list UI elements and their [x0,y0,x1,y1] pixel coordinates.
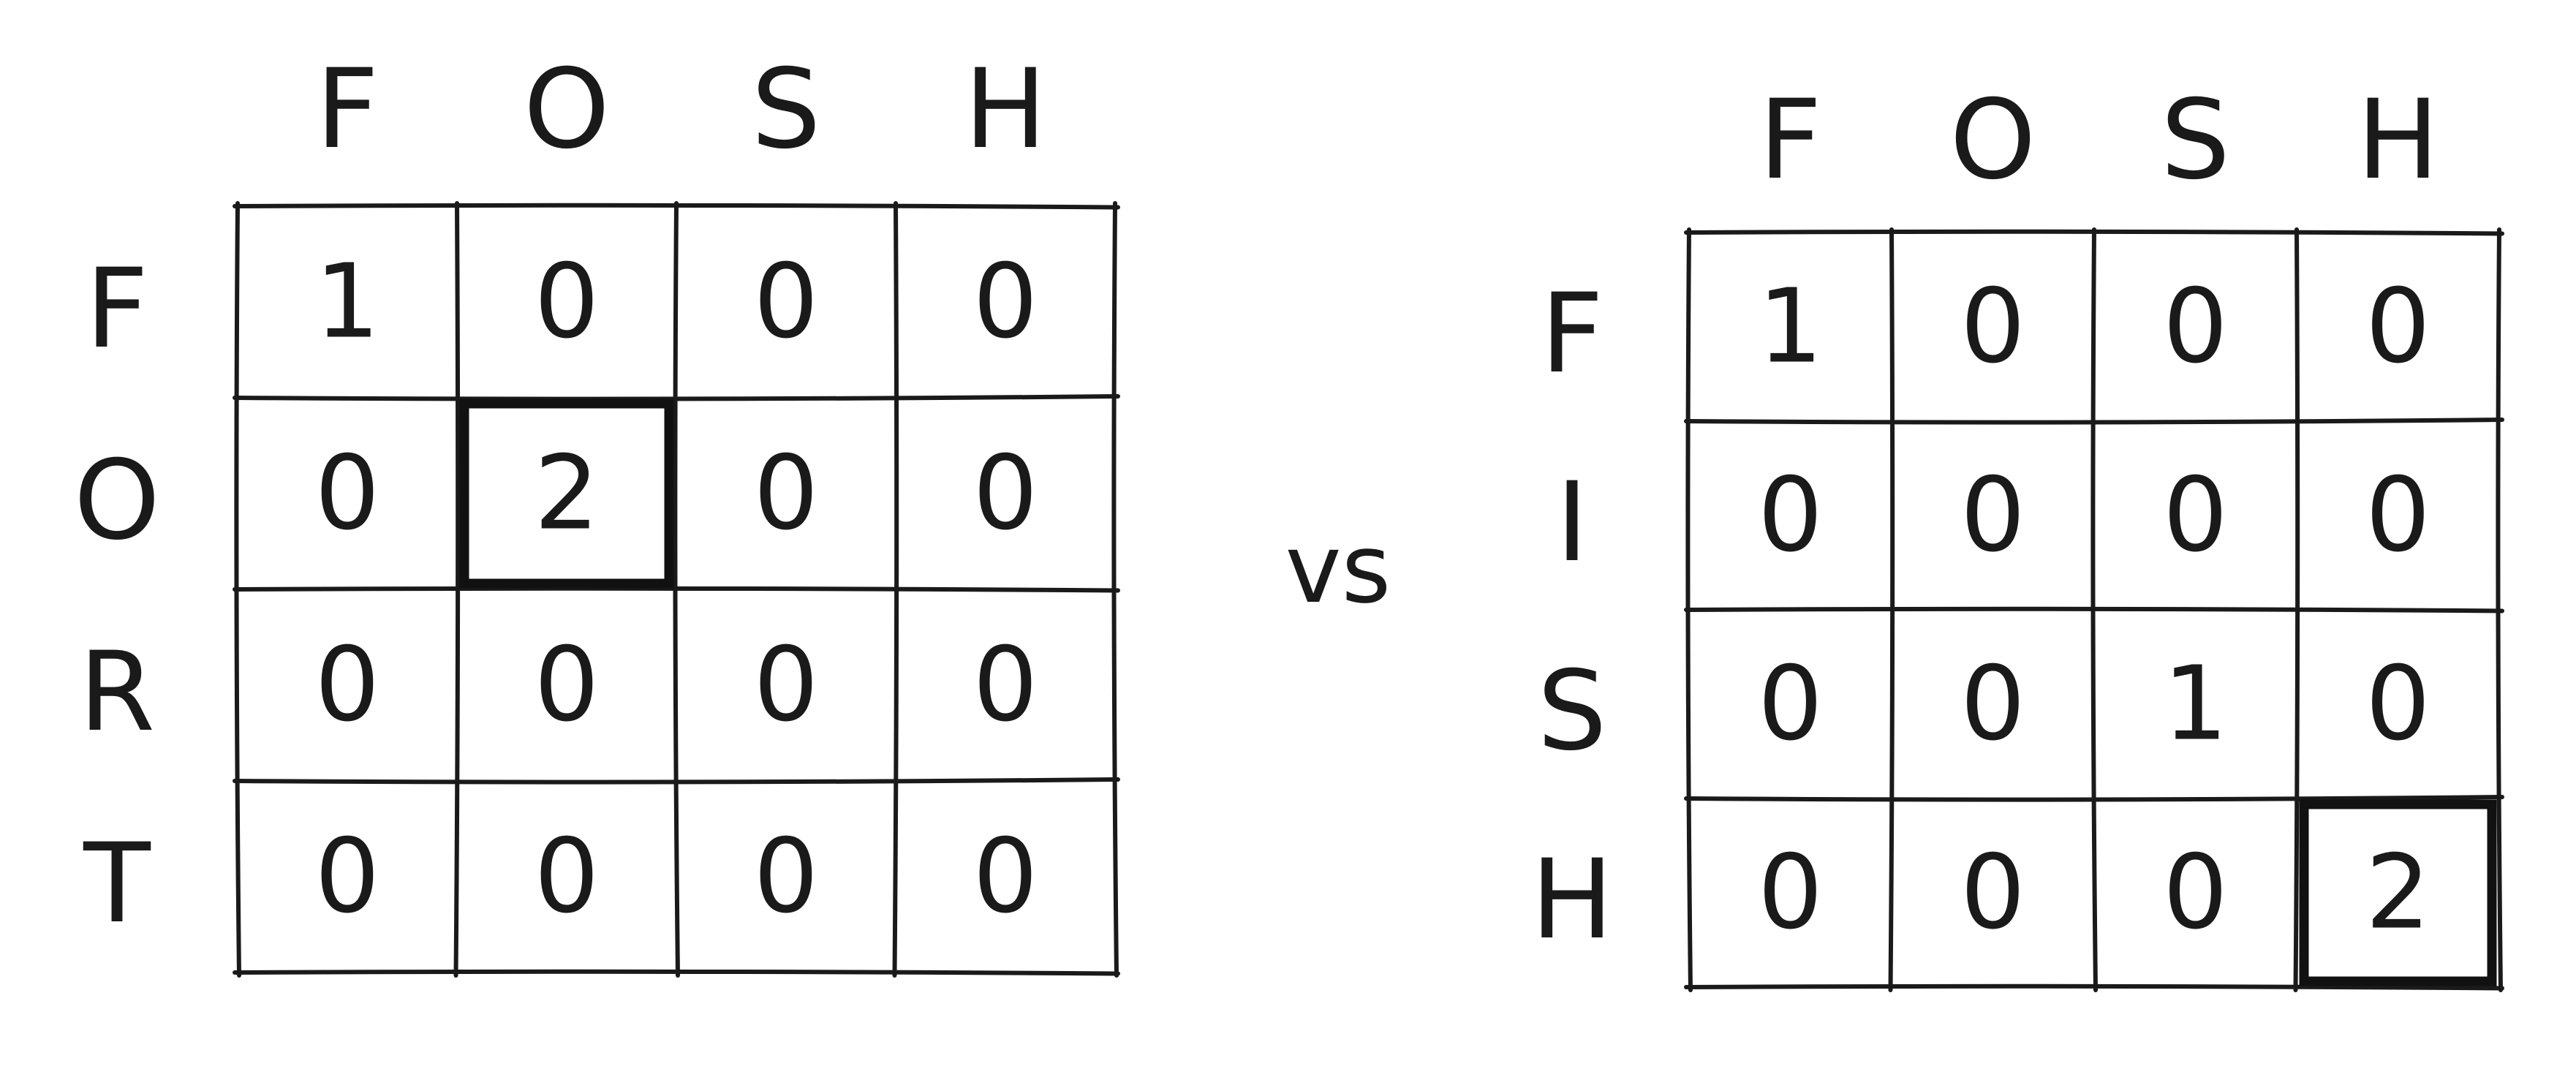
right-grid-col-line [1888,227,1895,992]
left-cell-value: 0 [314,434,379,554]
left-col-label: O [524,46,610,173]
right-cell-value: 1 [1758,268,1823,387]
right-grid-col-line [1685,227,1693,992]
left-cell-value: 0 [972,817,1038,937]
left-row-label: F [86,246,148,373]
right-cell-value: 1 [2163,645,2228,764]
right-col-label: O [1949,77,2036,204]
right-row-label: F [1541,271,1604,398]
right-cell-value: 0 [1960,645,2025,764]
right-cell-value: 0 [1960,834,2025,953]
vs-label: vs [1285,513,1391,624]
right-col-label: F [1759,77,1821,204]
left-col-label: H [964,46,1047,173]
right-cell-value: 0 [2365,268,2430,387]
left-cell-value: 0 [534,626,599,745]
left-cell-value: 0 [753,626,818,745]
right-grid-col-line [2293,227,2300,992]
left-col-label: F [316,46,379,173]
left-cell-value: 0 [314,817,379,937]
left-cell-value: 0 [753,243,818,362]
left-cell-value: 0 [972,434,1038,554]
right-cell-value: 0 [1758,834,1823,953]
right-cell-value: 0 [1960,456,2025,575]
left-col-label: S [751,46,820,173]
left-cell-value: 0 [753,817,818,937]
left-grid-col-line [453,201,461,978]
right-row-label: H [1531,837,1614,964]
left-cell-value: 2 [534,434,599,554]
left-cell-value: 0 [972,243,1038,362]
right-cell-value: 0 [2365,645,2430,764]
right-cell-value: 0 [1758,456,1823,575]
left-cell-value: 0 [534,243,599,362]
left-grid-col-line [892,201,899,978]
left-cell-value: 0 [534,817,599,937]
left-row-label: O [74,437,160,564]
left-grid-col-line [1111,201,1119,978]
right-cell-value: 0 [2163,268,2228,387]
left-cell-value: 0 [314,626,379,745]
right-highlight-box [2299,799,2497,986]
right-grid-col-line [2496,227,2503,992]
right-row-label: S [1537,648,1606,775]
right-col-label: S [2161,77,2230,204]
right-cell-value: 0 [2163,834,2228,953]
right-row-label: I [1556,459,1588,586]
left-row-label: T [83,820,151,948]
left-highlight-box [459,399,674,589]
right-cell-value: 0 [2163,456,2228,575]
left-cell-value: 0 [753,434,818,554]
right-col-label: H [2357,77,2439,204]
right-grid-col-line [2090,227,2098,992]
right-cell-value: 2 [2365,834,2430,953]
right-cell-value: 0 [1758,645,1823,764]
left-cell-value: 1 [314,243,379,362]
left-grid-col-line [234,201,241,978]
left-grid-col-line [673,201,680,978]
left-cell-value: 0 [972,626,1038,745]
left-row-label: R [79,629,155,756]
right-cell-value: 0 [2365,456,2430,575]
right-cell-value: 0 [1960,268,2025,387]
